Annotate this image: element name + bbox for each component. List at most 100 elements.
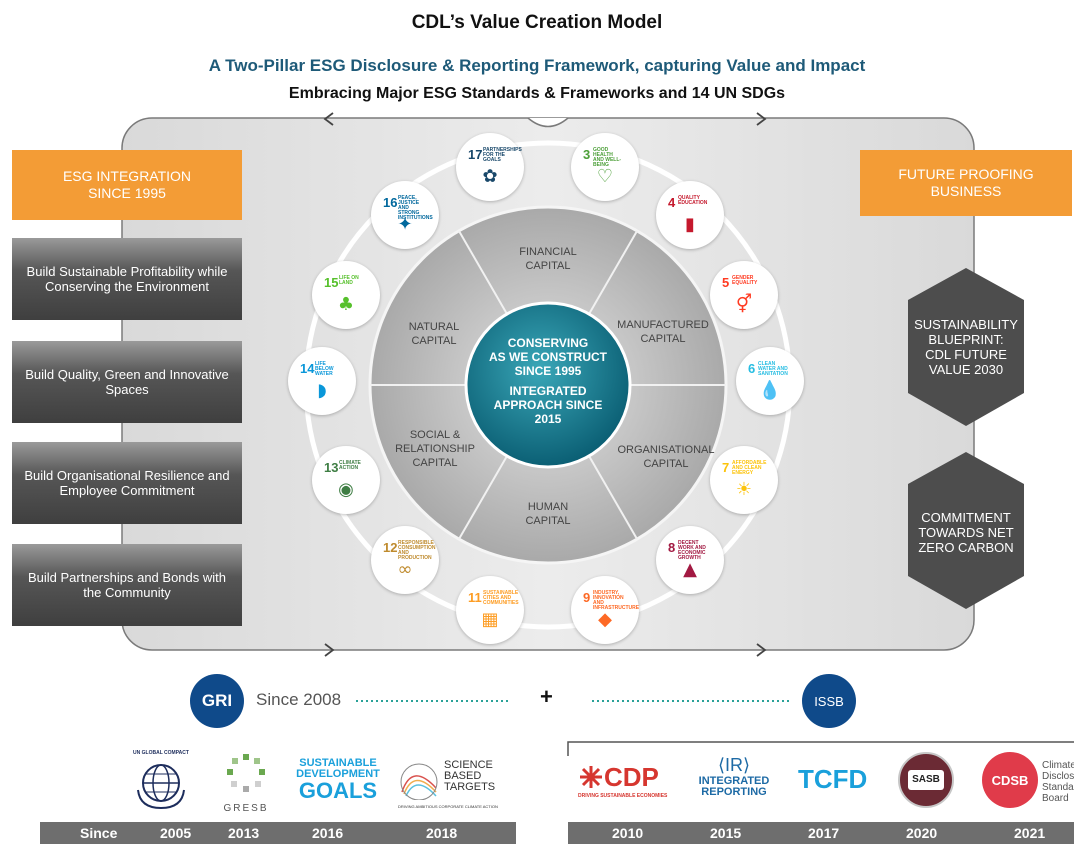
hex1-line3: CDL FUTURE xyxy=(925,347,1007,362)
future-proofing-heading: FUTURE PROOFING BUSINESS xyxy=(860,150,1072,216)
sasb-text: SASB xyxy=(908,770,944,790)
cdp-tagline: DRIVING SUSTAINABLE ECONOMIES xyxy=(578,793,668,799)
capital-human-line2: CAPITAL xyxy=(525,515,571,527)
growth-chart-icon: ▲ xyxy=(683,559,697,580)
dove-icon: ✦ xyxy=(397,214,413,235)
heartbeat-icon: ♡ xyxy=(596,166,614,187)
capital-social-line1: SOCIAL & xyxy=(409,429,461,441)
esg-heading-line1: ESG INTEGRATION xyxy=(62,168,192,184)
wheel-center-text: CONSERVING AS WE CONSTRUCT SINCE 1995 IN… xyxy=(478,336,618,426)
sbt-tagline: DRIVING AMBITIOUS CORPORATE CLIMATE ACTI… xyxy=(398,804,498,809)
sdg-11-number: 11 xyxy=(468,590,482,605)
sdg-12-label: RESPONSIBLE CONSUMPTION AND PRODUCTION xyxy=(398,540,436,561)
sdg-12-number: 12 xyxy=(383,540,398,555)
arrow-left-top-icon xyxy=(323,112,334,126)
sdg-5-number: 5 xyxy=(722,275,730,290)
right-bar-2015: 2015 xyxy=(710,825,742,841)
capital-social-line2: RELATIONSHIP xyxy=(395,443,475,455)
capital-natural: NATURAL CAPITAL xyxy=(384,320,484,348)
right-bar-2021: 2021 xyxy=(1014,825,1046,841)
capital-social: SOCIAL & RELATIONSHIP CAPITAL xyxy=(380,428,490,470)
capital-financial: FINANCIAL CAPITAL xyxy=(498,245,598,273)
sbt-line3: TARGETS xyxy=(444,781,496,793)
page-subtitle-2: Embracing Major ESG Standards & Framewor… xyxy=(288,85,786,102)
tree-icon: ♣ xyxy=(337,294,355,315)
cubes-icon: ◆ xyxy=(598,609,612,630)
un-globe-icon xyxy=(137,764,185,810)
esg-integration-heading: ESG INTEGRATION SINCE 1995 xyxy=(12,150,242,220)
pillar-community: Build Partnerships and Bonds with the Co… xyxy=(12,544,242,626)
hex2-line1: COMMITMENT xyxy=(921,510,1011,525)
gri-logo: GRI xyxy=(190,674,244,728)
sdg-14-label: LIFE BELOW WATER xyxy=(315,361,334,377)
page-title: CDL’s Value Creation Model xyxy=(411,12,663,33)
sdg-17-label: PARTNERSHIPS FOR THE GOALS xyxy=(483,147,522,163)
cdp-text: CDP xyxy=(604,762,659,792)
un-global-compact-logo: UN GLOBAL COMPACT xyxy=(130,750,192,812)
capital-organisational-line1: ORGANISATIONAL xyxy=(617,444,715,456)
sdg-5-label: GENDER EQUALITY xyxy=(732,275,758,286)
sdg-7-number: 7 xyxy=(722,460,730,475)
sdg-8-number: 8 xyxy=(668,540,676,555)
arrow-right-bottom-left-icon xyxy=(324,643,335,657)
sdg-4-number: 4 xyxy=(668,195,676,210)
future-heading-line2: BUSINESS xyxy=(930,183,1002,199)
panel-notch xyxy=(527,117,569,128)
capital-financial-line1: FINANCIAL xyxy=(519,246,577,258)
capital-organisational: ORGANISATIONAL CAPITAL xyxy=(606,443,726,471)
left-bar-since: Since xyxy=(80,825,118,841)
left-bar-2016: 2016 xyxy=(312,825,344,841)
pillar-spaces: Build Quality, Green and Innovative Spac… xyxy=(12,341,242,423)
cdsb-line3: Standa xyxy=(1042,782,1074,793)
center-line2: AS WE CONSTRUCT xyxy=(489,350,607,364)
sdg-8-label: DECENT WORK AND ECONOMIC GROWTH xyxy=(678,540,706,561)
hexagon-net-zero xyxy=(908,452,1024,609)
ir-line1: INTEGRATED xyxy=(698,775,770,787)
right-bar-2020: 2020 xyxy=(906,825,938,841)
capital-natural-line2: CAPITAL xyxy=(411,335,457,347)
sbt-text: SCIENCE BASED TARGETS xyxy=(444,760,495,793)
book-icon: ▮ xyxy=(685,214,695,235)
cdsb-text: Climate Disclos Standa Board xyxy=(1042,760,1074,804)
sdg-16-label: PEACE, JUSTICE AND STRONG INSTITUTIONS xyxy=(398,195,433,221)
future-heading-line1: FUTURE PROOFING xyxy=(898,166,1034,182)
wheel-center xyxy=(464,301,632,469)
sdg-goals-logo: SUSTAINABLE DEVELOPMENT GOALS xyxy=(296,758,380,802)
sdg-9-label: INDUSTRY, INNOVATION AND INFRASTRUCTURE xyxy=(593,590,640,611)
gri-since-text: Since 2008 xyxy=(256,690,342,709)
cdsb-line2: Disclos xyxy=(1042,771,1074,782)
capital-manufactured-line2: CAPITAL xyxy=(640,333,686,345)
hex2-line2: TOWARDS NET xyxy=(918,525,1014,540)
center-line3: SINCE 1995 xyxy=(514,364,582,378)
sbt-curves-icon xyxy=(400,763,438,800)
sdg-16-number: 16 xyxy=(383,195,398,210)
right-logo-bracket xyxy=(567,741,1074,756)
issb-logo: ISSB xyxy=(802,674,856,728)
left-bar-2018: 2018 xyxy=(426,825,458,841)
sdg-6-number: 6 xyxy=(748,361,756,376)
capital-human-line1: HUMAN xyxy=(527,501,569,513)
sdg-9-number: 9 xyxy=(583,590,591,605)
tcfd-logo: TCFD xyxy=(798,764,868,794)
page-subtitle: A Two-Pillar ESG Disclosure & Reporting … xyxy=(208,56,866,75)
sdg-13-label: CLIMATE ACTION xyxy=(339,460,361,471)
sdg-logo-line3: GOALS xyxy=(298,778,378,803)
cdp-mark-icon xyxy=(580,766,602,788)
arrow-right-top-icon xyxy=(756,112,767,126)
capital-financial-line2: CAPITAL xyxy=(525,260,571,272)
sdg-13-number: 13 xyxy=(324,460,339,475)
sdg-logo-line2: DEVELOPMENT xyxy=(296,768,380,780)
ir-mark: ⟨IR⟩ xyxy=(717,755,751,775)
capital-manufactured-line1: MANUFACTURED xyxy=(617,319,709,331)
right-bar-2010: 2010 xyxy=(612,825,644,841)
flower-icon: ✿ xyxy=(482,166,498,187)
